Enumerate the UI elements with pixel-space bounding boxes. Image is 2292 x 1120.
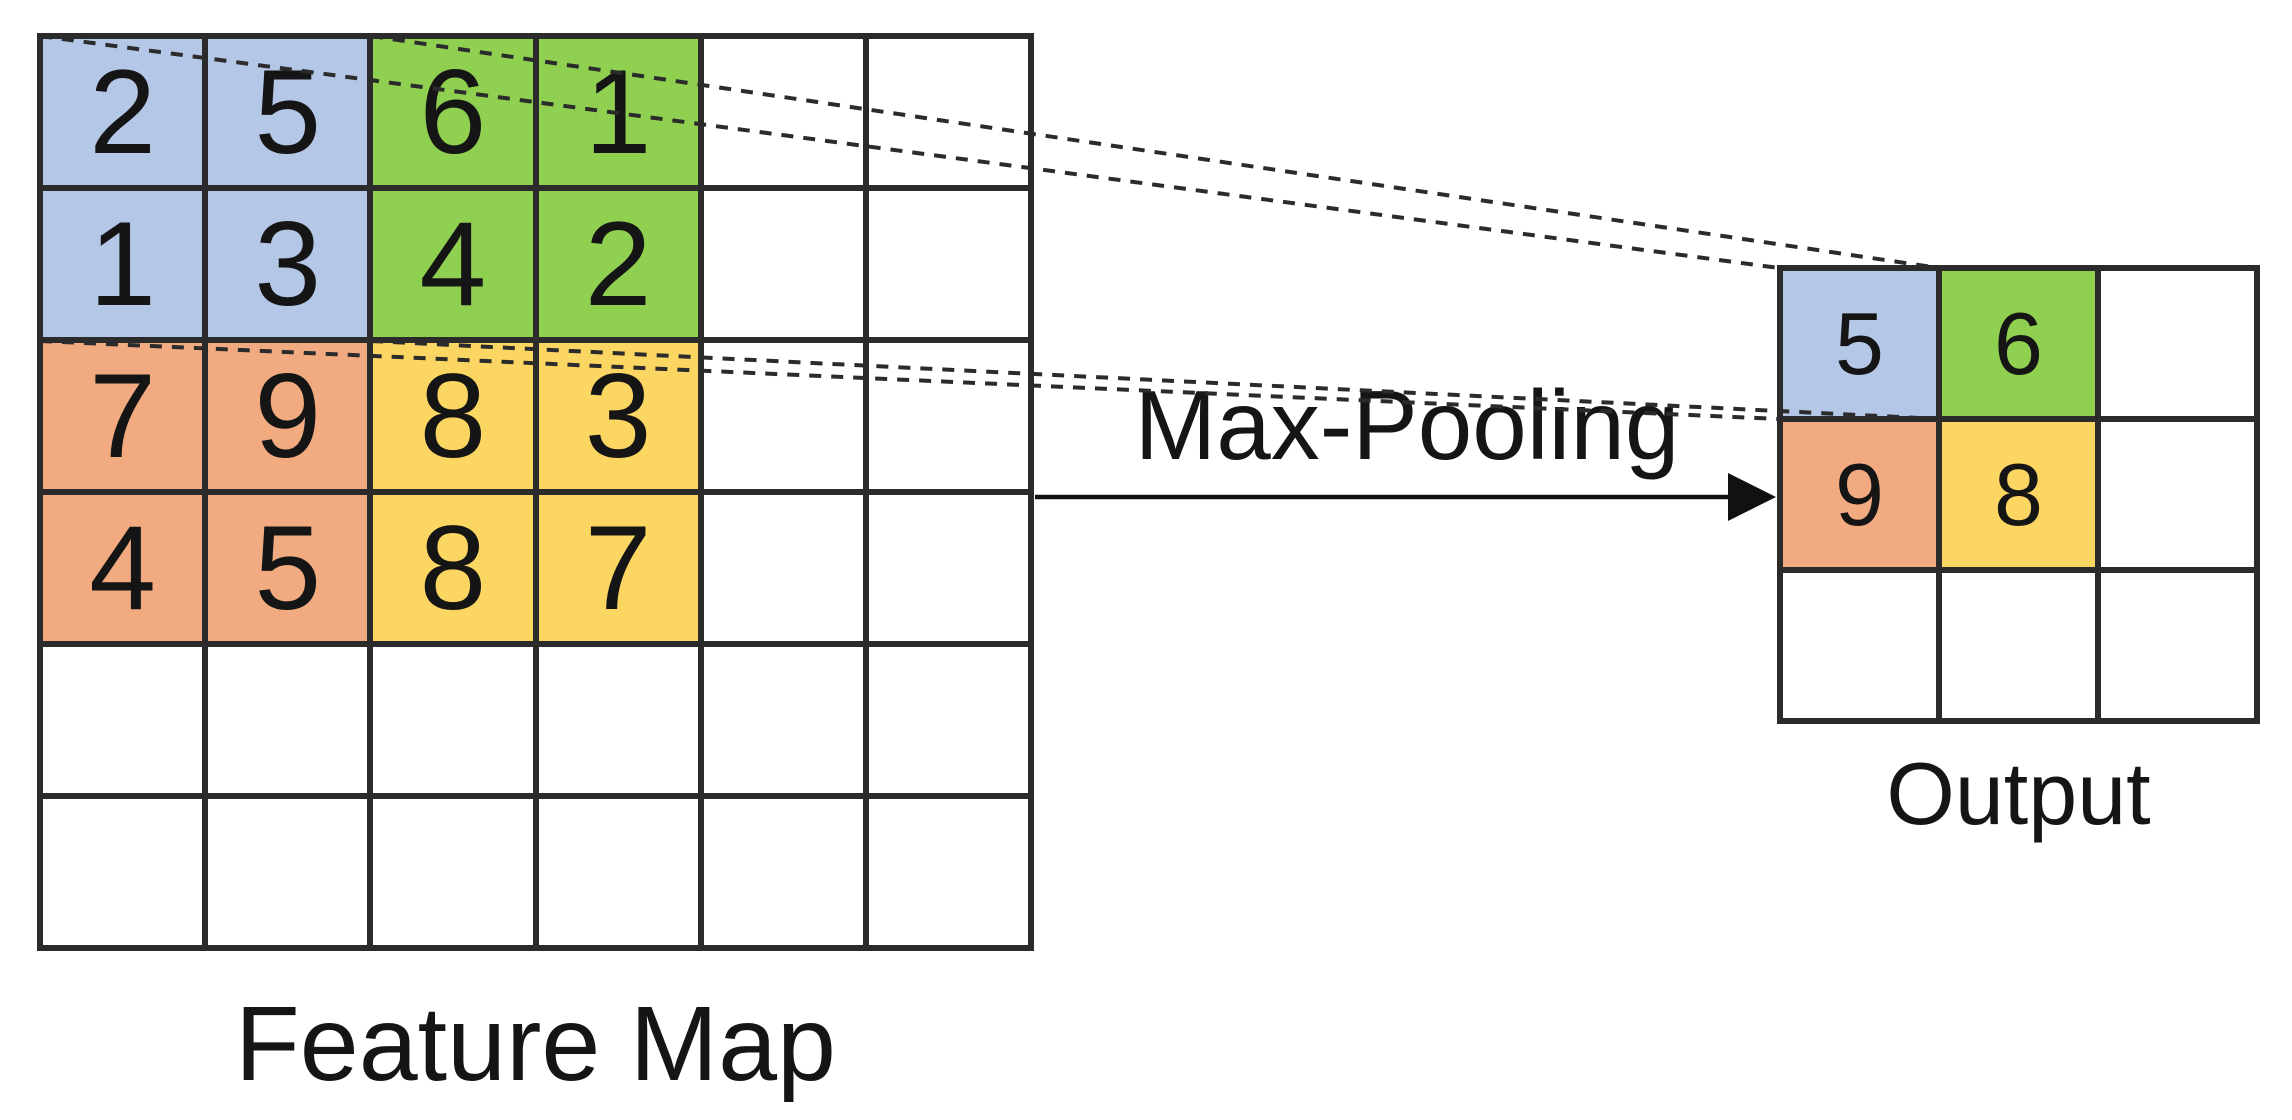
feature-map-grid-cell — [535, 796, 701, 948]
feature-map-grid-cell: 4 — [370, 188, 536, 340]
feature-map-grid-cell — [700, 644, 866, 796]
feature-map-grid-cell: 5 — [205, 36, 371, 188]
output-grid-cell — [1939, 570, 2098, 721]
feature-map-grid-cell: 2 — [535, 188, 701, 340]
feature-map-grid-cell — [865, 796, 1031, 948]
feature-map-grid-cell: 9 — [205, 340, 371, 492]
feature-map-grid-cell — [205, 644, 371, 796]
feature-map-grid-cell — [370, 644, 536, 796]
feature-map-grid-cell — [865, 188, 1031, 340]
feature-map-grid-cell — [865, 36, 1031, 188]
feature-map-grid-cell — [40, 796, 206, 948]
output-grid-cell — [2098, 570, 2257, 721]
output-grid-cell — [1780, 570, 1939, 721]
feature-map-grid-cell: 1 — [535, 36, 701, 188]
feature-map-grid-cell — [700, 492, 866, 644]
output-grid-cell: 8 — [1939, 419, 2098, 570]
feature-map-grid-cell — [205, 796, 371, 948]
feature-map-grid-cell: 8 — [370, 340, 536, 492]
output-grid-cell: 6 — [1939, 268, 2098, 419]
feature-map-grid-cell: 1 — [40, 188, 206, 340]
feature-map-grid-cell — [865, 644, 1031, 796]
feature-map-grid-cell — [40, 644, 206, 796]
feature-map-grid-cell — [370, 796, 536, 948]
feature-map-grid-cell: 5 — [205, 492, 371, 644]
feature-map-grid-cell: 7 — [535, 492, 701, 644]
feature-map-grid-cell: 2 — [40, 36, 206, 188]
feature-map-grid-cell: 3 — [535, 340, 701, 492]
feature-map-label: Feature Map — [235, 985, 836, 1103]
feature-map-grid-cell: 7 — [40, 340, 206, 492]
max-pooling-arrowhead — [1728, 473, 1776, 521]
feature-map-grid-cell — [700, 340, 866, 492]
feature-map-grid-cell — [700, 188, 866, 340]
output-grid-cell: 9 — [1780, 419, 1939, 570]
feature-map-grid-cell — [700, 36, 866, 188]
feature-map-grid-cell — [700, 796, 866, 948]
feature-map-grid-cell: 3 — [205, 188, 371, 340]
output-grid-cell — [2098, 419, 2257, 570]
feature-map-grid-cell — [535, 644, 701, 796]
feature-map-grid-cell: 6 — [370, 36, 536, 188]
feature-map-grid-cell: 8 — [370, 492, 536, 644]
feature-map-grid-cell: 4 — [40, 492, 206, 644]
feature-map-grid-cell — [865, 492, 1031, 644]
output-grid-cell — [2098, 268, 2257, 419]
max-pooling-label: Max-Pooling — [1134, 370, 1680, 480]
output-label: Output — [1886, 744, 2151, 843]
